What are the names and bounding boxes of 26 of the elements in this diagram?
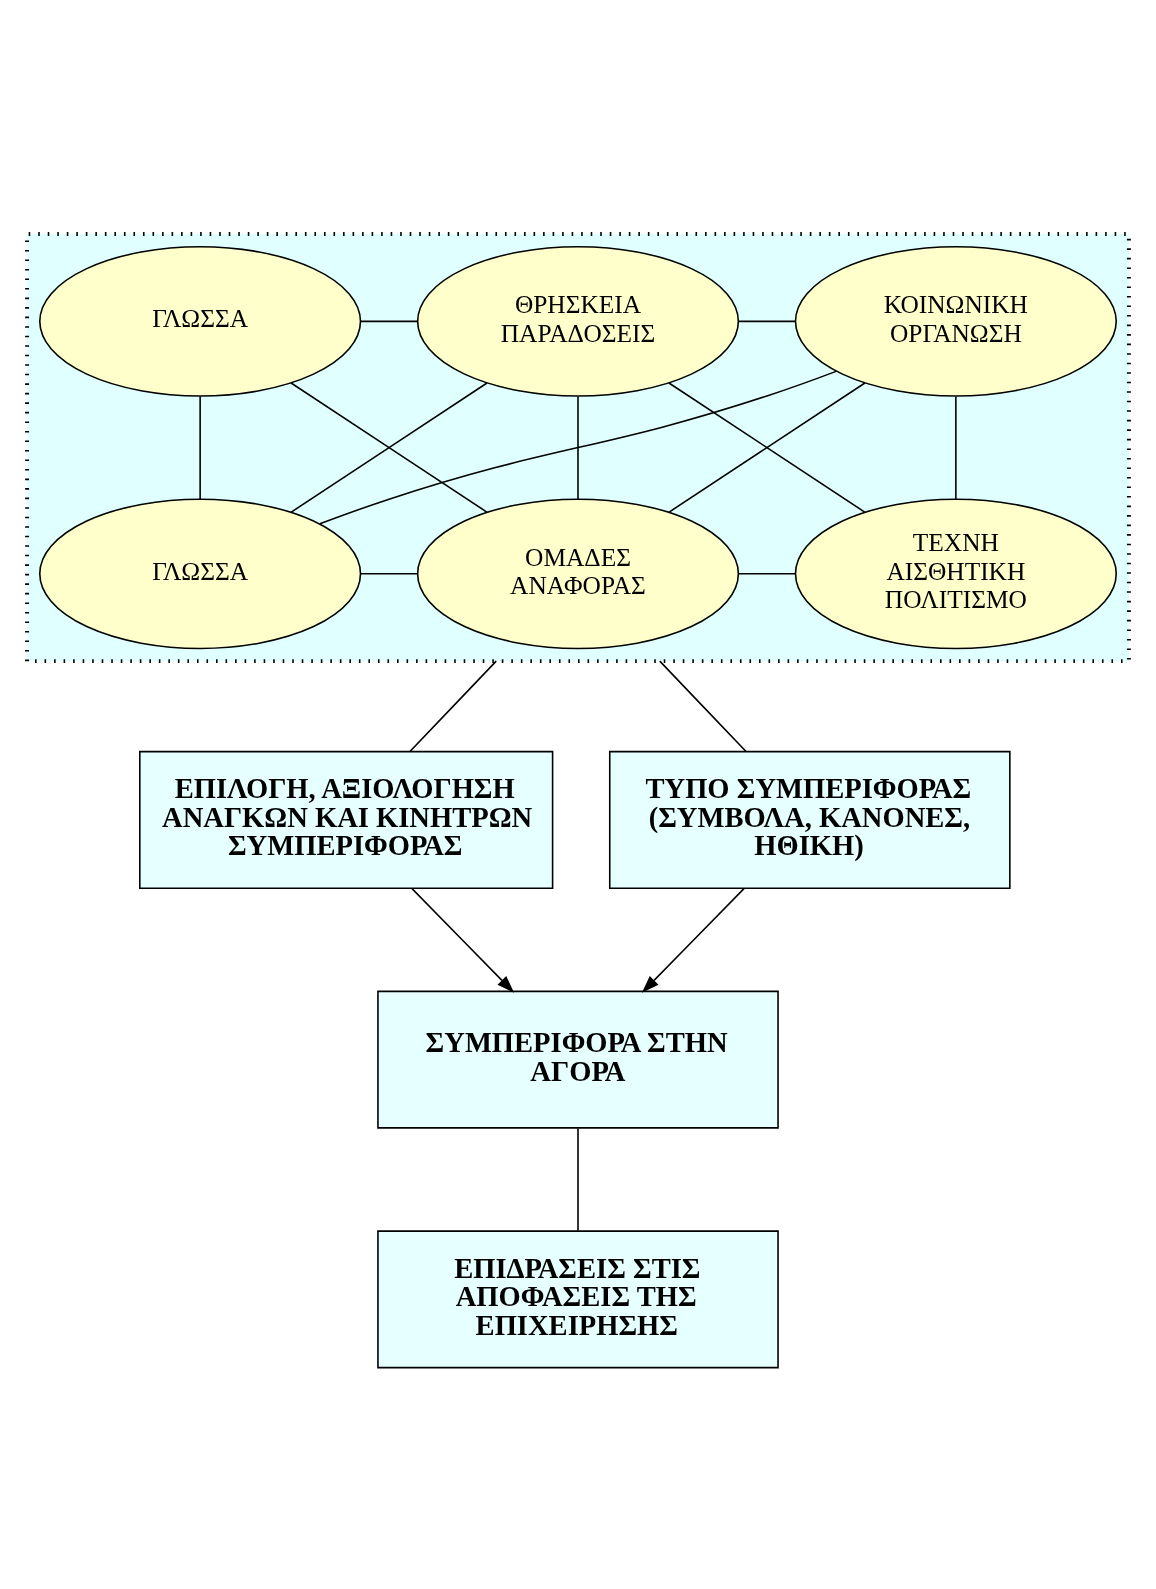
connector	[738, 573, 797, 575]
node-box: ΣΥΜΠΕΡΙΦΟΡΑ ΣΤΗΝ ΑΓΟΡΑ	[377, 990, 779, 1129]
node-ellipse: ΤΕΧΝΗ ΑΙΣΘΗΤΙΚΗ ΠΟΛΙΤΙΣΜΟ	[794, 498, 1117, 650]
connector	[577, 395, 579, 500]
connector	[659, 660, 747, 753]
connector	[409, 660, 497, 753]
connector	[668, 382, 866, 514]
node-ellipse: ΘΡΗΣΚΕΙΑ ΠΑΡΑΔΟΣΕΙΣ	[416, 245, 740, 397]
cluster	[25, 232, 1131, 664]
connector	[290, 382, 488, 514]
node-box: ΤΥΠΟ ΣΥΜΠΕΡΙΦΟΡΑΣ (ΣΥΜΒΟΛΑ, ΚΑΝΟΝΕΣ, ΗΘΙΚΗ)	[608, 750, 1011, 889]
node-ellipse: ΟΜΑΔΕΣ ΑΝΑΦΟΡΑΣ	[416, 498, 740, 650]
arrow	[641, 887, 745, 993]
node-box: ΕΠΙΛΟΓΗ, ΑΞΙΟΛΟΓΗΣΗ ΑΝΑΓΚΩΝ ΚΑΙ ΚΙΝΗΤΡΩΝ ΣΥΜΠΕΡΙΦΟΡΑΣ	[139, 750, 554, 889]
connector	[319, 370, 837, 525]
arrow	[411, 887, 515, 993]
connector	[360, 320, 419, 323]
node-box: ΕΠΙΔΡΑΣΕΙΣ ΣΤΙΣ ΑΠΟΦΑΣΕΙΣ ΤΗΣ ΕΠΙΧΕΙΡΗΣΗΣ	[377, 1230, 779, 1369]
connector	[577, 1127, 579, 1232]
node-ellipse: ΚΟΙΝΩΝΙΚΗ ΟΡΓΑΝΩΣΗ	[794, 245, 1117, 397]
node-ellipse: ΓΛΩΣΣΑ	[39, 245, 362, 397]
connector	[738, 320, 797, 323]
connector	[199, 395, 201, 500]
node-ellipse: ΓΛΩΣΣΑ	[39, 498, 362, 650]
connector	[955, 395, 957, 500]
connector	[360, 573, 419, 575]
